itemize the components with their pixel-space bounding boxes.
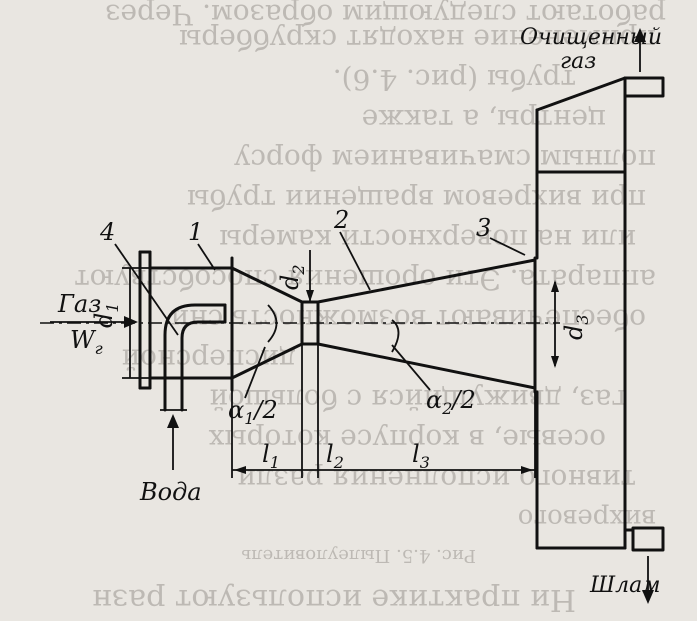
bleed-through-text: Ни практике используют разн Рис. 4.5. Пы… xyxy=(74,0,666,617)
d3-label: d3 xyxy=(560,314,592,340)
arrow-head-icon xyxy=(167,414,179,428)
diagram-labels: Очищенный газ Газ Wг Вода Шлам 4 1 2 3 d… xyxy=(57,25,662,598)
bleed-line: Ни практике используют разн xyxy=(92,582,576,617)
bleed-line: при вихревом вращении трубы xyxy=(187,183,646,216)
venturi-tube xyxy=(230,256,537,392)
separator-body xyxy=(533,76,665,552)
gas-label: Газ xyxy=(57,290,101,318)
bleed-line: обеспечивают возможность сни xyxy=(170,303,646,336)
part-number-4: 4 xyxy=(99,218,115,246)
l2-label: l2 xyxy=(326,440,344,472)
bleed-line: тивного исполнения разли xyxy=(237,463,636,496)
sludge-outlet-flange xyxy=(631,526,665,552)
alpha1-label: α1/2 xyxy=(228,396,278,428)
inlet-flange xyxy=(138,250,152,390)
sludge-label: Шлам xyxy=(589,573,660,598)
d1-label: d1 xyxy=(90,302,122,328)
l3-label: l3 xyxy=(412,440,430,472)
bleed-line: работают следующим образом. Через xyxy=(105,0,666,31)
part-number-2: 2 xyxy=(333,206,349,234)
arrow-head-icon xyxy=(124,316,138,328)
bleed-line: газ, движущийся с большой xyxy=(209,383,626,416)
leader-lines xyxy=(114,231,526,336)
alpha2-label: α2/2 xyxy=(426,386,476,418)
velocity-label: Wг xyxy=(70,326,103,358)
bleed-line: центры, а также xyxy=(362,103,606,136)
d2-label: d2 xyxy=(276,264,308,290)
bleed-line: Рис. 4.5. Пылеуловитель xyxy=(241,545,476,566)
arrow-head-icon xyxy=(634,28,646,42)
bleed-line: применение находят скрубберы xyxy=(179,23,656,56)
l1-label: l1 xyxy=(262,440,280,472)
part-number-1: 1 xyxy=(188,218,203,246)
flow-arrows xyxy=(50,28,654,604)
water-nozzle xyxy=(160,303,227,412)
dimension-lines xyxy=(122,250,559,478)
part-number-3: 3 xyxy=(476,214,491,242)
arrow-head-icon xyxy=(642,590,654,604)
bleed-line: трубы (рис. 4.6). xyxy=(333,63,576,96)
gas-outlet-flange xyxy=(623,76,665,98)
clean-gas-label: Очищенный xyxy=(520,25,662,50)
bleed-line: или на поверхности камеры xyxy=(219,223,636,256)
water-label: Вода xyxy=(139,478,202,506)
clean-gas-label: газ xyxy=(560,49,596,74)
bleed-line: осевые, в корпусе которых xyxy=(208,423,606,456)
